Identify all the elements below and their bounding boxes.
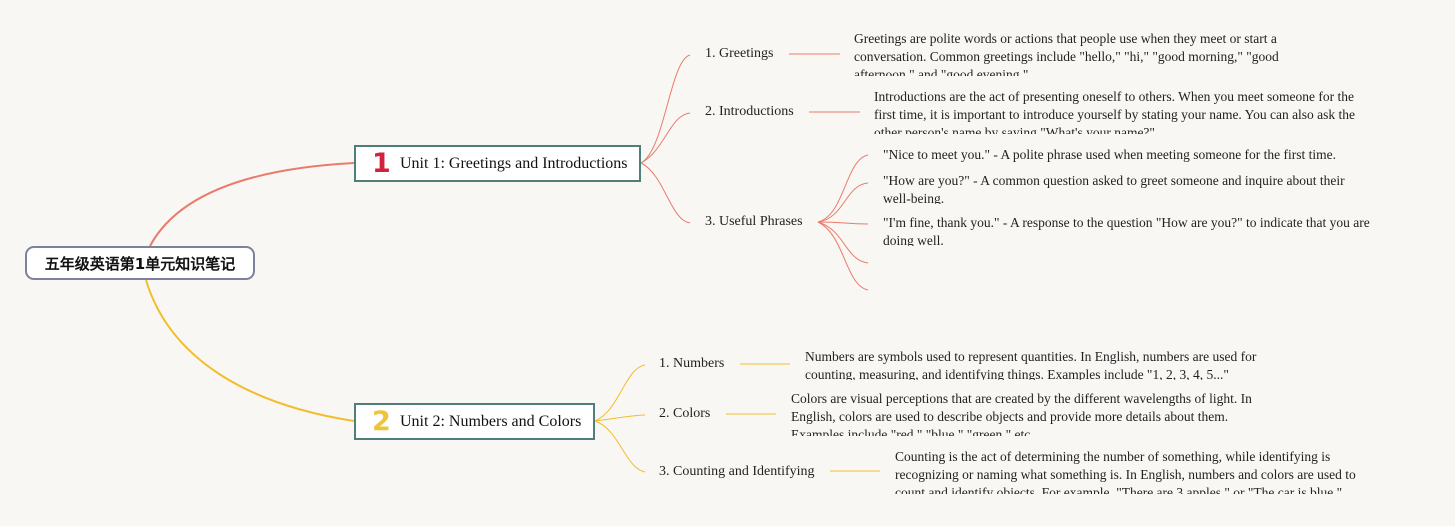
unit1-to-greetings-link [640,54,691,164]
note-numbers[interactable]: Numbers are symbols used to represent qu… [805,349,1257,380]
subtopic-colors[interactable]: 2. Colors [659,406,711,421]
note-counting-identifying[interactable]: Counting is the act of determining the n… [895,449,1356,494]
unit2-to-colors-link [594,414,646,422]
subtopic-greetings[interactable]: 1. Greetings [705,46,774,61]
unit2-topic[interactable]: 2 Unit 2: Numbers and Colors [354,403,595,440]
note-greetings[interactable]: Greetings are polite words or actions th… [854,31,1279,76]
subtopic-introductions[interactable]: 2. Introductions [705,104,794,119]
root-topic-label: 五年级英语第1单元知识笔记 [44,254,236,273]
unit1-to-introductions-link [640,112,691,164]
unit1-title: Unit 1: Greetings and Introductions [400,154,628,172]
root-to-unit1-link [149,162,355,247]
phrases-to-phrase2-link [817,182,869,223]
phrases-to-blank2-link [817,221,869,291]
note-phrase-im-fine[interactable]: "I'm fine, thank you." - A response to t… [883,215,1370,246]
subtopic-counting-identifying[interactable]: 3. Counting and Identifying [659,464,815,479]
note-phrase-nice-to-meet-you[interactable]: "Nice to meet you." - A polite phrase us… [883,147,1337,162]
number-2-icon: 2 [372,406,391,437]
root-topic[interactable]: 五年级英语第1单元知识笔记 [25,246,255,280]
phrases-to-blank1-link [817,221,869,264]
subtopic-numbers[interactable]: 1. Numbers [659,356,725,371]
unit2-title: Unit 2: Numbers and Colors [400,412,582,430]
unit2-to-numbers-link [594,364,646,422]
unit1-to-phrases-link [640,162,691,224]
note-introductions[interactable]: Introductions are the act of presenting … [874,89,1356,134]
number-1-icon: 1 [372,148,391,179]
phrases-to-phrase1-link [817,154,869,223]
note-colors[interactable]: Colors are visual perceptions that are c… [791,391,1252,436]
subtopic-useful-phrases[interactable]: 3. Useful Phrases [705,214,803,229]
unit1-topic[interactable]: 1 Unit 1: Greetings and Introductions [354,145,641,182]
note-phrase-how-are-you[interactable]: "How are you?" - A common question asked… [883,173,1345,204]
unit2-to-counting-link [594,420,646,473]
phrases-to-phrase3-link [817,221,869,225]
root-to-unit2-link [145,279,355,422]
